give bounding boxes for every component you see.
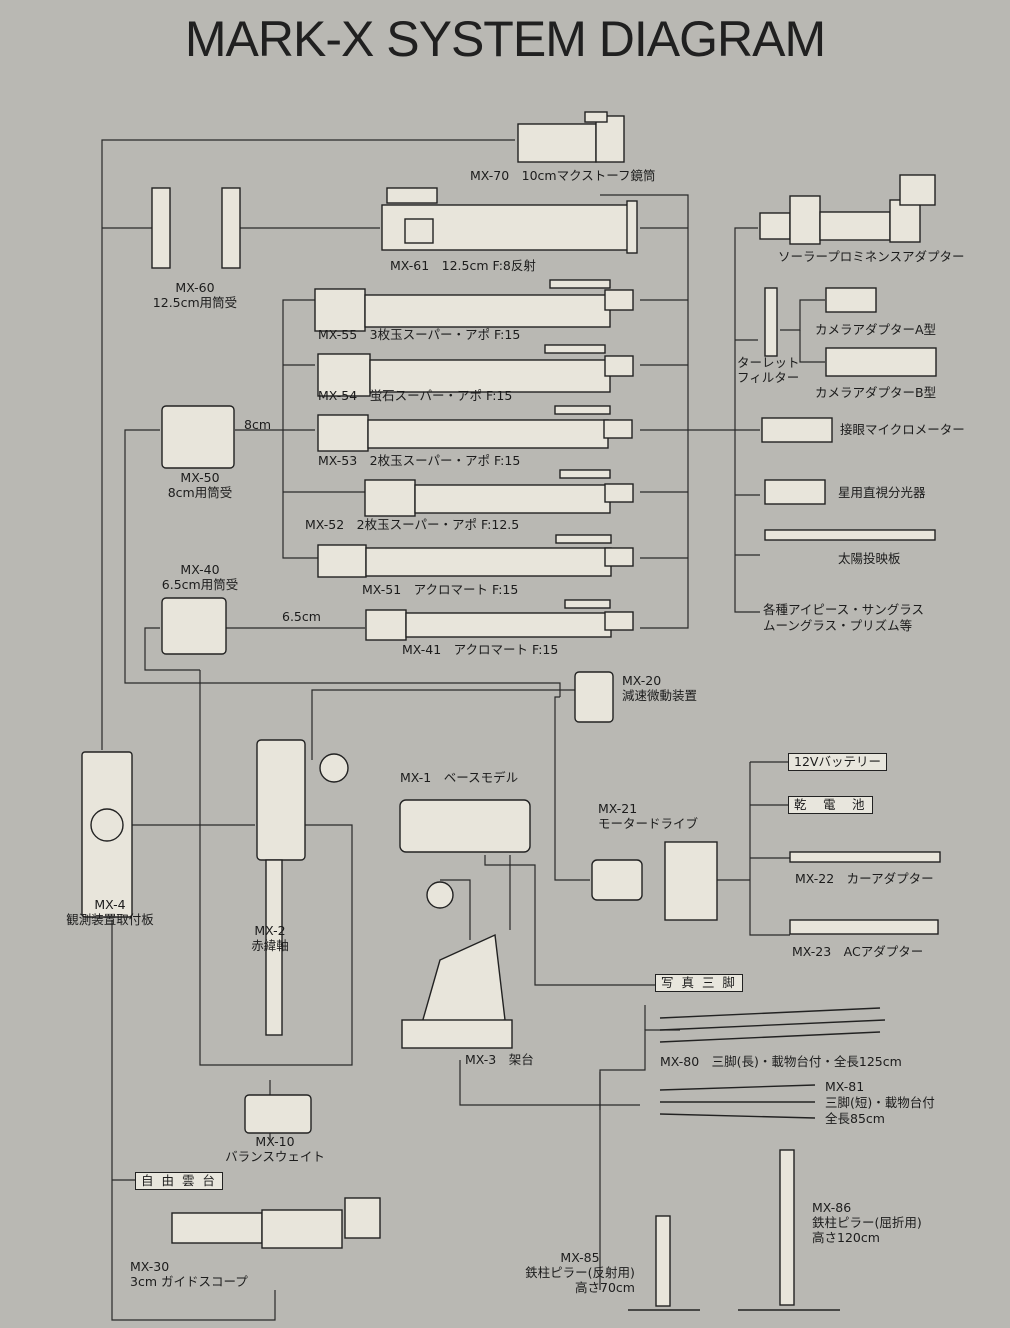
label-mx81-desc: 三脚(短)・載物台付 <box>825 1095 935 1110</box>
camera-a-drawing <box>825 287 877 313</box>
label-size-8cm: 8cm <box>244 417 272 432</box>
mx70-tube-drawing <box>517 111 625 163</box>
mx10-drawing <box>244 1094 312 1134</box>
label-mx2-name: 赤緯軸 <box>251 938 289 953</box>
label-mx21-name: モータードライブ <box>598 816 699 831</box>
label-mx50-code: MX-50 <box>180 470 220 485</box>
label-eyepiece-1: 各種アイピース・サングラス <box>763 602 925 617</box>
label-mx30-code: MX-30 <box>130 1259 170 1274</box>
mx40-cradle-drawing <box>161 597 227 655</box>
label-turret-2: フィルター <box>737 370 800 385</box>
label-mx2-code: MX-2 <box>254 923 286 938</box>
mx41-tube-drawing <box>365 599 634 641</box>
mx60-holder-drawing <box>151 187 241 269</box>
label-mx10-code: MX-10 <box>255 1134 295 1149</box>
label-mx86-code: MX-86 <box>812 1200 852 1215</box>
label-camera-a: カメラアダプターA型 <box>815 322 937 337</box>
mx1-drawing <box>399 799 531 909</box>
mx20-drawing <box>574 671 614 723</box>
mx22-drawing <box>789 851 941 863</box>
label-mx60-code: MX-60 <box>175 280 215 295</box>
label-projection: 太陽投映板 <box>838 551 901 566</box>
label-mx20-code: MX-20 <box>622 673 662 688</box>
label-mx4-code: MX-4 <box>94 897 126 912</box>
diagram-title: MARK-X SYSTEM DIAGRAM <box>184 11 826 67</box>
label-mx85-height: 高さ70cm <box>575 1280 635 1295</box>
label-mx52: MX-52 2枚玉スーパー・アポ F:12.5 <box>305 517 520 532</box>
box-photo-tripod: 写 真 三 脚 <box>655 974 743 992</box>
label-mx1: MX-1 ベースモデル <box>400 770 519 785</box>
label-mx22: MX-22 カーアダプター <box>795 871 934 886</box>
label-mx41: MX-41 アクロマート F:15 <box>402 642 559 657</box>
mx85-drawing <box>628 1215 700 1311</box>
mx2-axis-drawing <box>256 739 349 1036</box>
mx51-tube-drawing <box>317 534 634 578</box>
label-mx81-len: 全長85cm <box>825 1111 885 1126</box>
mx55-tube-drawing <box>314 279 634 332</box>
mx3-drawing <box>401 933 513 1049</box>
label-mx60-name: 12.5cm用筒受 <box>152 295 238 310</box>
label-micrometer: 接眼マイクロメーター <box>840 422 965 437</box>
label-mx61: MX-61 12.5cm F:8反射 <box>390 258 536 273</box>
mx21-drawing <box>591 841 718 921</box>
label-mx80: MX-80 三脚(長)・載物台付・全長125cm <box>660 1054 902 1069</box>
label-spectro: 星用直視分光器 <box>838 485 926 500</box>
mx50-cradle-drawing <box>161 405 235 469</box>
mx52-tube-drawing <box>364 469 634 517</box>
label-mx3: MX-3 架台 <box>465 1052 534 1067</box>
label-camera-b: カメラアダプターB型 <box>815 385 937 400</box>
label-eyepiece-2: ムーングラス・プリズム等 <box>763 618 913 633</box>
connector-lines <box>101 139 825 1321</box>
mx23-drawing <box>789 919 939 935</box>
micrometer-drawing <box>761 417 833 443</box>
label-solar: ソーラープロミネンスアダプター <box>778 249 965 264</box>
label-mx40-name: 6.5cm用筒受 <box>161 577 239 592</box>
projection-drawing <box>764 529 936 541</box>
mx61-tube-drawing <box>381 187 638 254</box>
mx30-drawing <box>171 1197 381 1249</box>
mx54-tube-drawing <box>317 344 634 397</box>
label-mx30-name: 3cm ガイドスコープ <box>130 1274 248 1289</box>
label-mx51: MX-51 アクロマート F:15 <box>362 582 519 597</box>
label-mx53: MX-53 2枚玉スーパー・アポ F:15 <box>318 453 521 468</box>
label-mx85-name: 鉄柱ピラー(反射用) <box>525 1265 635 1280</box>
camera-b-drawing <box>825 347 937 377</box>
label-mx55: MX-55 3枚玉スーパー・アポ F:15 <box>318 327 521 342</box>
label-mx10-name: バランスウェイト <box>225 1149 325 1164</box>
label-mx20-name: 減速微動装置 <box>622 688 698 703</box>
component-drawings <box>81 111 941 1311</box>
mx80-drawing <box>659 1007 886 1043</box>
spectro-drawing <box>764 479 826 505</box>
label-mx86-name: 鉄柱ピラー(屈折用) <box>812 1215 922 1230</box>
mx86-drawing <box>738 1149 840 1311</box>
label-size-65cm: 6.5cm <box>282 609 321 624</box>
label-mx81-code: MX-81 <box>825 1079 865 1094</box>
label-mx21-code: MX-21 <box>598 801 638 816</box>
box-drycell: 乾 電 池 <box>788 796 873 814</box>
label-mx40-code: MX-40 <box>180 562 220 577</box>
mx81-drawing <box>659 1084 816 1119</box>
mx53-tube-drawing <box>317 405 633 452</box>
label-mx23: MX-23 ACアダプター <box>792 944 924 959</box>
label-mx4-name: 観測装置取付板 <box>66 912 154 927</box>
turret-filter-drawing <box>764 287 778 357</box>
box-battery12: 12Vバッテリー <box>788 753 887 771</box>
label-mx50-name: 8cm用筒受 <box>167 485 233 500</box>
label-turret-1: ターレット <box>737 355 800 370</box>
mx4-plate-drawing <box>81 751 133 918</box>
label-mx70: MX-70 10cmマクストーフ鏡筒 <box>470 168 656 183</box>
label-mx54: MX-54 蛍石スーパー・アポ F:15 <box>318 388 513 403</box>
solar-adapter-drawing <box>759 174 936 245</box>
label-mx86-height: 高さ120cm <box>812 1230 880 1245</box>
label-mx85-code: MX-85 <box>560 1250 600 1265</box>
box-free-head: 自 由 雲 台 <box>135 1172 223 1190</box>
